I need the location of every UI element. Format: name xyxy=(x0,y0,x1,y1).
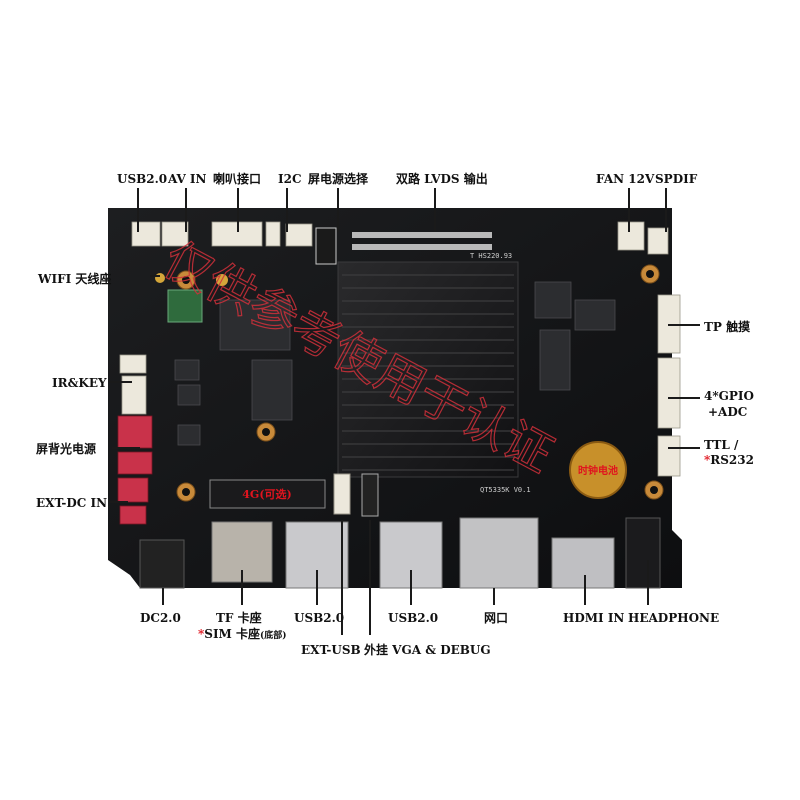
sim-optional-star: * xyxy=(198,627,205,641)
label-screen-power: 屏电源选择 xyxy=(308,172,369,186)
label-spdif: SPDIF xyxy=(655,172,698,186)
label-network: 网口 xyxy=(484,611,509,625)
module-label: 4G(可选) xyxy=(242,487,291,501)
label-av-in: AV IN xyxy=(168,172,207,186)
hdmi-port xyxy=(551,537,615,589)
label-fan: FAN 12V xyxy=(596,172,655,186)
left-connectors xyxy=(119,354,147,415)
top-connectors xyxy=(131,221,669,255)
label-vga-debug: 外挂 VGA & DEBUG xyxy=(364,643,491,657)
label-usb20-bottom-1: USB2.0 xyxy=(294,611,345,625)
label-wifi: WIFI 天线座 xyxy=(38,272,112,286)
wifi-antenna-socket-2 xyxy=(216,274,228,286)
wifi-module xyxy=(167,289,203,323)
label-sim: *SIM 卡座(底部) xyxy=(198,627,287,643)
label-hdmi: HDMI IN xyxy=(563,611,625,625)
label-tp: TP 触摸 xyxy=(704,320,751,334)
label-usb20-bottom-2: USB2.0 xyxy=(388,611,439,625)
bottom-ports xyxy=(139,517,661,589)
leader-lines xyxy=(110,188,700,635)
label-ir-key: IR&KEY xyxy=(52,376,107,390)
heatsink xyxy=(337,261,519,478)
battery-label: 时钟电池 xyxy=(578,464,618,477)
label-tf: TF 卡座 xyxy=(216,611,262,625)
screen-power-jumper xyxy=(315,227,337,265)
label-ext-dc: EXT-DC IN xyxy=(36,496,108,510)
label-ttl: TTL / xyxy=(704,438,739,452)
ic-chips xyxy=(174,281,616,446)
label-ext-usb: EXT-USB xyxy=(301,643,361,657)
sim-text: SIM 卡座 xyxy=(204,627,261,641)
ext-usb-header xyxy=(333,473,351,515)
model-marking: QT5335K V0.1 xyxy=(480,486,531,494)
label-dc: DC2.0 xyxy=(140,611,181,625)
label-speaker: 喇叭接口 xyxy=(213,172,262,186)
vga-debug-header xyxy=(361,473,379,517)
label-adc: +ADC xyxy=(708,405,748,419)
heatsink-fins xyxy=(342,274,514,471)
sim-note: (底部) xyxy=(260,631,287,641)
chip-marking: T HS220.93 xyxy=(470,252,512,260)
label-lvds: 双路 LVDS 输出 xyxy=(396,172,488,186)
label-headphone: HEADPHONE xyxy=(628,611,720,625)
ethernet-port xyxy=(459,517,539,589)
label-i2c: I2C xyxy=(278,172,302,186)
label-gpio: 4*GPIO xyxy=(704,389,754,403)
4g-module-slot xyxy=(209,479,326,509)
label-backlight: 屏背光电源 xyxy=(36,442,97,456)
rs232-optional-star: * xyxy=(704,453,711,467)
headphone-jack xyxy=(625,517,661,589)
clock-battery xyxy=(569,441,627,499)
lvds-header xyxy=(352,232,492,250)
red-connectors xyxy=(117,415,153,525)
label-usb20-top: USB2.0 xyxy=(117,172,168,186)
label-rs232: *RS232 xyxy=(704,453,754,467)
rs232-text: RS232 xyxy=(710,453,754,467)
dc-jack xyxy=(139,539,185,589)
